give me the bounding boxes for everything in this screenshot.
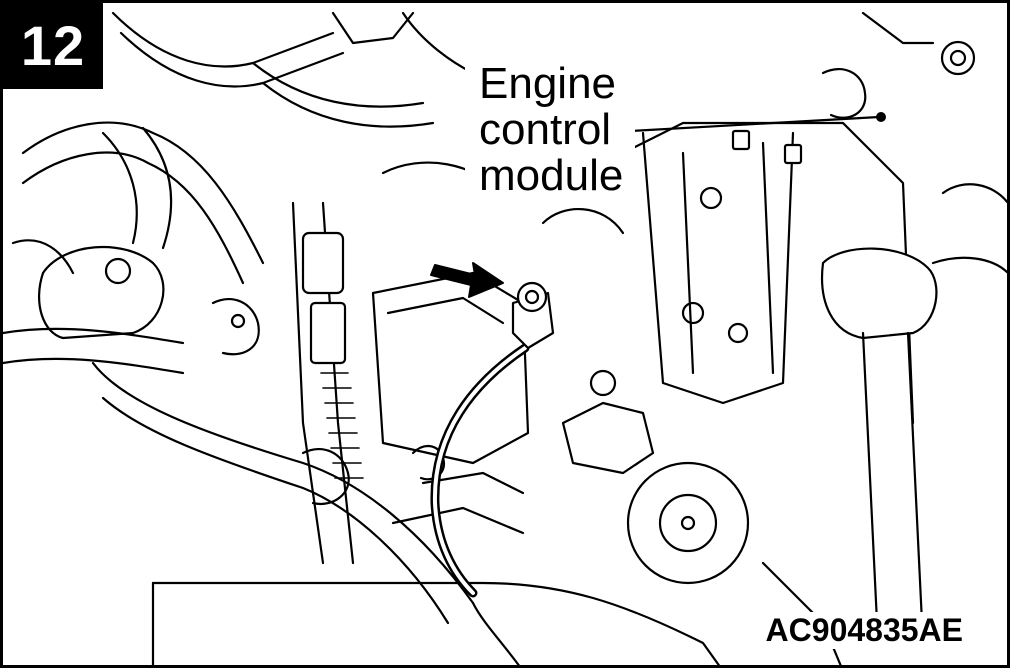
ground-bolt [511,281,555,350]
callout-label-background [465,61,635,201]
leader-dot-icon [876,112,886,122]
step-number-badge: 12 [3,3,103,89]
engine-bay-sketch [3,11,1007,665]
callout-label-line-2: control [479,105,612,154]
engine-bay-illustration [3,11,1007,665]
arrow-right-down-icon [430,262,504,298]
callout-leader [630,112,886,133]
ground-cable [430,343,530,598]
figure-id: AC904835AE [761,612,967,649]
callout-label: Engine control module [479,61,623,199]
callout-label-line-3: module [479,151,624,200]
callout-label-line-1: Engine [479,59,617,108]
